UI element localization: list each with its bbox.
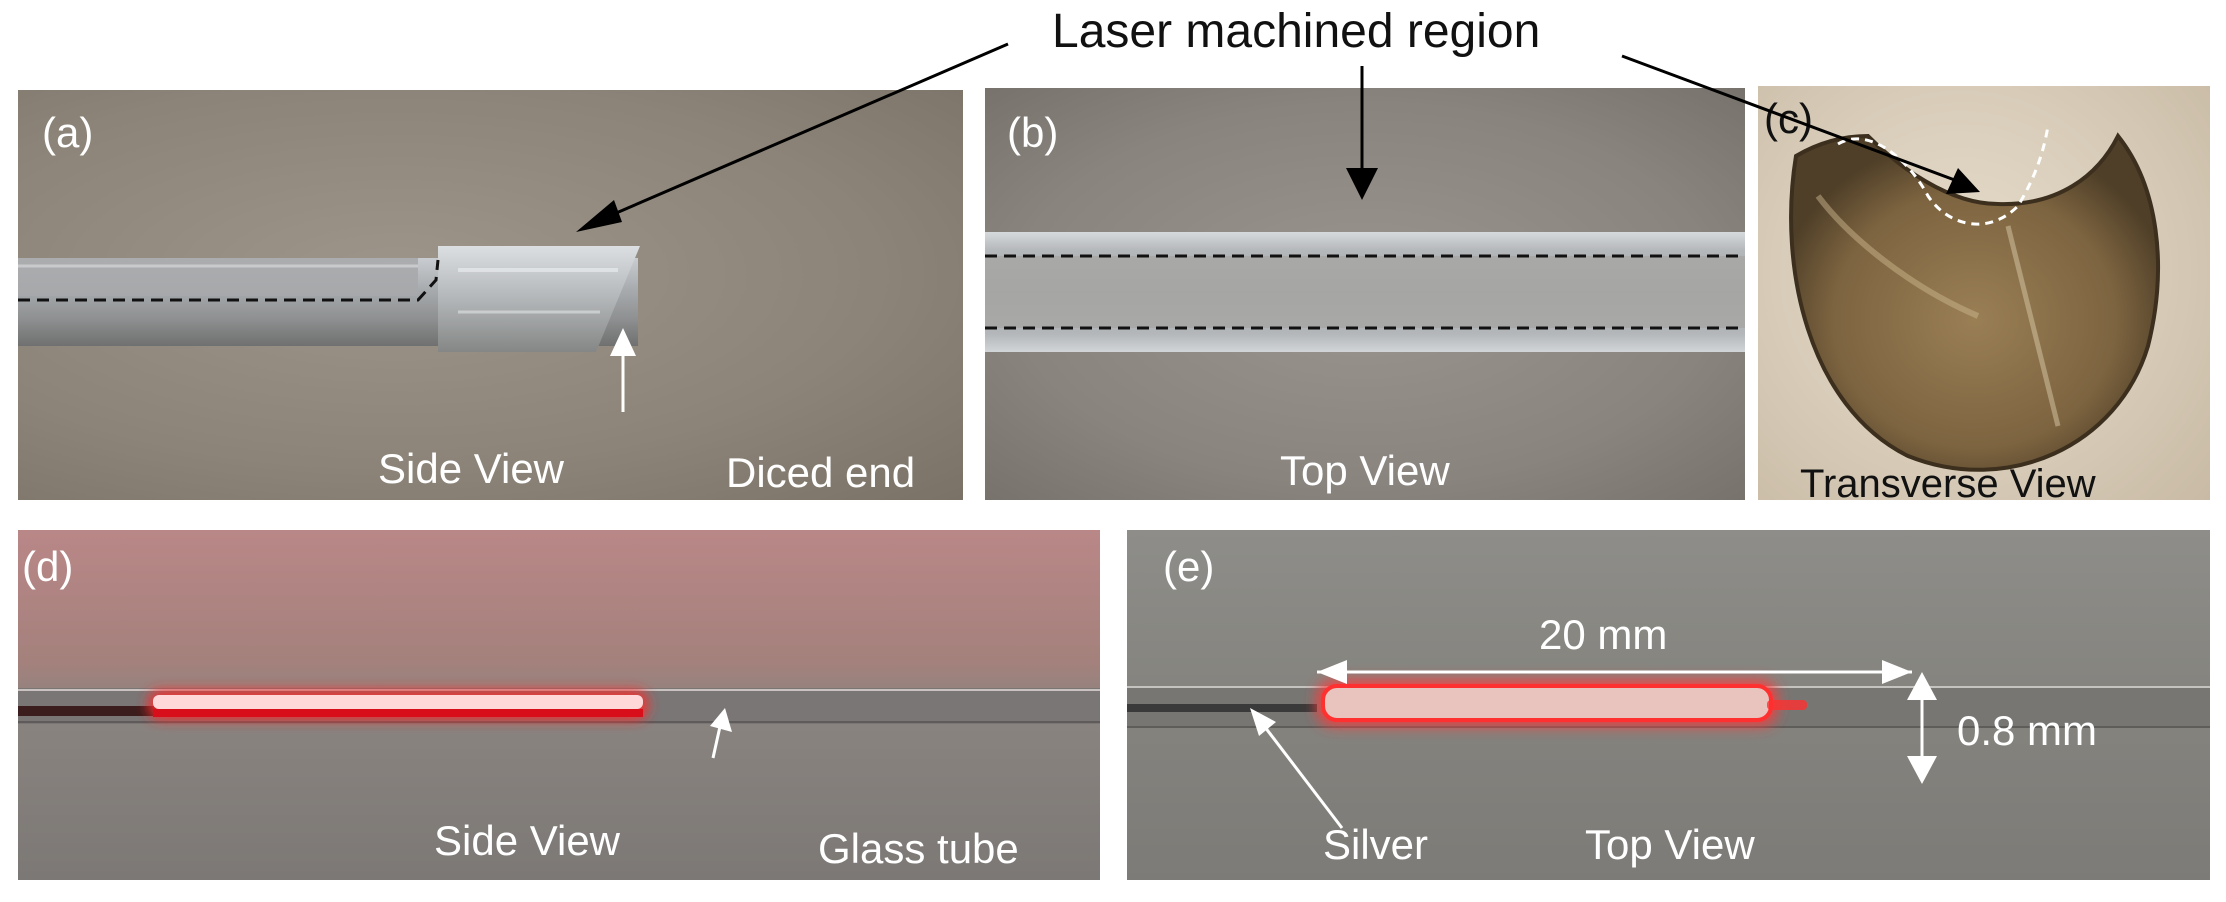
glass-tube-caption: Glass tube xyxy=(818,825,1019,872)
panel-c-transverse-view: (c) Transverse View xyxy=(1758,86,2210,500)
glowing-tube-top-drawing xyxy=(1127,660,2210,829)
glowing-tube-side-drawing xyxy=(18,688,1100,759)
figure-title: Laser machined region xyxy=(1052,5,1541,58)
side-view-caption-a: Side View xyxy=(378,445,565,492)
diced-end-caption: Diced end xyxy=(726,449,916,496)
panel-a-side-view: (a) Side View Diced end xyxy=(18,90,963,500)
panel-label-d: (d) xyxy=(22,543,74,590)
silver-caption: Silver xyxy=(1323,821,1429,868)
panel-label-b: (b) xyxy=(1007,109,1059,156)
panel-label-e: (e) xyxy=(1163,543,1215,590)
width-dimension-label: 0.8 mm xyxy=(1957,707,2098,754)
tube-cross-section-drawing xyxy=(1789,125,2160,472)
transverse-view-caption: Transverse View xyxy=(1800,462,2096,500)
length-dimension-label: 20 mm xyxy=(1539,611,1668,658)
panel-label-a: (a) xyxy=(42,109,94,156)
top-view-caption-b: Top View xyxy=(1280,447,1450,494)
tube-side-drawing xyxy=(18,246,640,412)
panel-d-side-view-illuminated: (d) Side View Glass tube xyxy=(18,530,1100,880)
side-view-caption-d: Side View xyxy=(434,817,621,864)
panel-e-top-view-illuminated: (e) 20 mm 0.8 mm Silver Top View xyxy=(1127,530,2210,880)
top-view-caption-e: Top View xyxy=(1585,821,1755,868)
panel-b-top-view: (b) Top View xyxy=(985,88,1745,500)
panel-label-c: (c) xyxy=(1764,95,1813,142)
tube-top-drawing xyxy=(985,232,1745,352)
